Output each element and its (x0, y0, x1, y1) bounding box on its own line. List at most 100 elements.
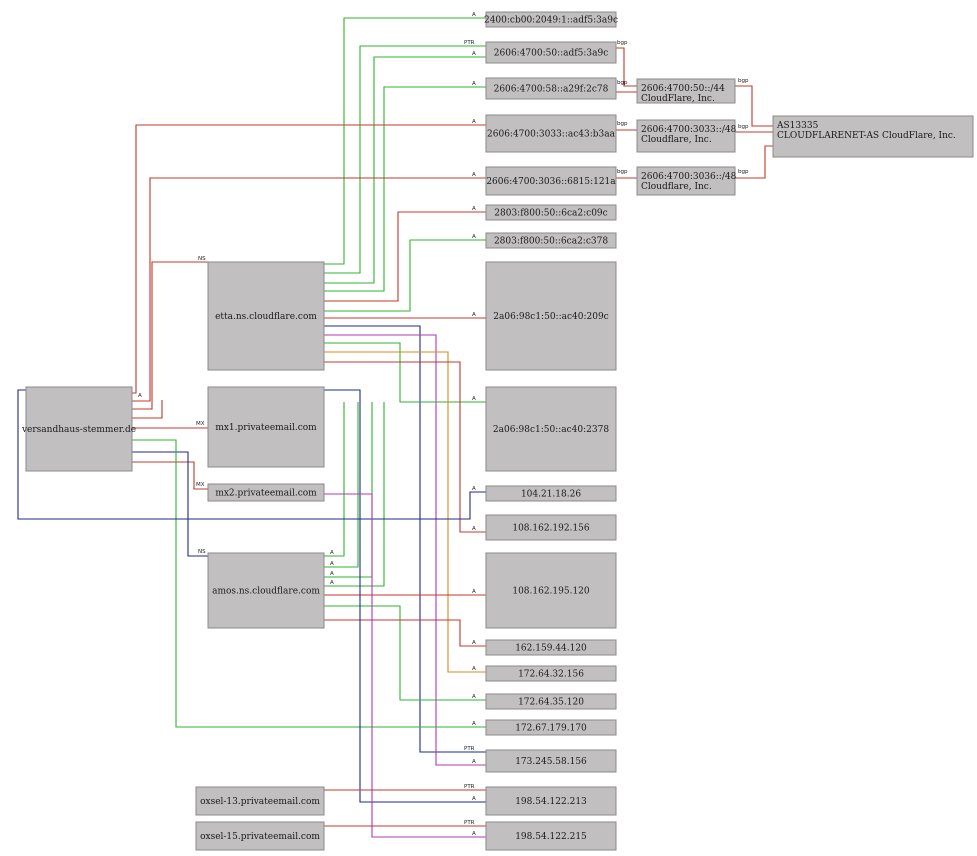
node-box (485, 514, 617, 541)
node-label: 2606:4700:58::a29f:2c78 (494, 85, 609, 95)
node-oxsel15: oxsel-15.privateemail.com (195, 821, 325, 851)
node-box (195, 786, 325, 816)
edge-label-bgp: bgp (617, 40, 628, 46)
node-box (485, 204, 617, 221)
edge-a (132, 400, 163, 419)
edge-label-a: A (472, 12, 476, 18)
edge-a (324, 334, 486, 766)
node-box (207, 386, 325, 468)
edge-label-a: A (330, 571, 334, 577)
node-box (636, 119, 736, 153)
node-label: 2400:cb00:2049:1::adf5:3a9c (484, 16, 618, 26)
node-box (485, 261, 617, 371)
edge-a (324, 605, 486, 701)
node-label: 162.159.44.120 (515, 644, 587, 654)
node-label: AS13335 (776, 121, 819, 131)
node-box (636, 78, 736, 104)
edge-label-a: A (472, 51, 476, 57)
edge-a (132, 439, 486, 728)
node-ip-172-67: 172.67.179.170 (485, 719, 617, 736)
edge-mx (132, 461, 208, 490)
edge-label-ns: NS (198, 549, 206, 555)
edge-label-a: A (472, 589, 476, 595)
edge-label-bgp: bgp (738, 124, 749, 130)
node-label: mx2.privateemail.com (215, 489, 317, 499)
node-ip-2400: 2400:cb00:2049:1::adf5:3a9c (484, 11, 618, 28)
edge-a (324, 402, 385, 587)
node-label: oxsel-15.privateemail.com (200, 832, 320, 842)
edge-label-ptr: PTR (464, 784, 475, 790)
node-box (207, 483, 325, 502)
node-ip-2803-c09c: 2803:f800:50::6ca2:c09c (485, 204, 617, 221)
edge-label-mx: MX (196, 482, 205, 488)
node-ip-2803-c378: 2803:f800:50::6ca2:c378 (485, 232, 617, 249)
node-label: 2606:4700:3033::/48 (641, 125, 737, 135)
node-label: 2803:f800:50::6ca2:c378 (494, 237, 608, 247)
node-etta: etta.ns.cloudflare.com (207, 261, 325, 371)
edge-label-a: A (472, 234, 476, 240)
edge-a (324, 402, 345, 557)
node-label: 2606:4700:50::adf5:3a9c (494, 49, 608, 59)
node-box (485, 485, 617, 502)
node-label: 172.67.179.170 (515, 724, 587, 734)
edge-label-a: A (138, 393, 142, 399)
node-label: 2a06:98c1:50::ac40:2378 (493, 425, 609, 435)
edge-label-a: A (472, 721, 476, 727)
node-ip-108-195: 108.162.195.120 (485, 552, 617, 629)
edge-ptr (324, 325, 486, 753)
edge-a (324, 361, 486, 533)
edge-label-a: A (472, 81, 476, 87)
edge-a (17, 389, 486, 520)
edge-label-a: A (472, 666, 476, 672)
node-label: 198.54.122.215 (515, 832, 587, 842)
edge-bgp (616, 47, 637, 87)
edge-bgp (735, 145, 773, 179)
node-ip-108-192: 108.162.192.156 (485, 514, 617, 541)
node-label: Cloudflare, Inc. (641, 182, 712, 192)
node-box (207, 261, 325, 371)
node-label: 108.162.192.156 (512, 524, 590, 534)
node-ip-2a06-209c: 2a06:98c1:50::ac40:209c (485, 261, 617, 371)
node-ip-198-215: 198.54.122.215 (485, 821, 617, 851)
node-label: 173.245.58.156 (515, 757, 587, 767)
node-label: etta.ns.cloudflare.com (215, 312, 317, 322)
edge-ns (132, 451, 208, 557)
edge-label-bgp: bgp (617, 169, 628, 175)
node-box (485, 166, 617, 196)
node-label: versandhaus-stemmer.de (21, 425, 136, 435)
edge-label-a: A (472, 694, 476, 700)
node-domain: versandhaus-stemmer.de (21, 386, 136, 472)
edge-label-a: A (472, 759, 476, 765)
edge-a (324, 351, 486, 673)
node-ip-173: 173.245.58.156 (485, 749, 617, 773)
node-label: 2a06:98c1:50::ac40:209c (493, 312, 608, 322)
node-ip-162: 162.159.44.120 (485, 639, 617, 656)
node-box (485, 786, 617, 816)
edge-a (324, 56, 486, 284)
node-label: amos.ns.cloudflare.com (212, 587, 320, 597)
node-ip-172-35: 172.64.35.120 (485, 693, 617, 710)
node-box (25, 386, 133, 472)
node-ip-2a06-2378: 2a06:98c1:50::ac40:2378 (485, 386, 617, 472)
node-label: CLOUDFLARENET-AS CloudFlare, Inc. (777, 131, 956, 141)
edges-layer (17, 17, 773, 838)
edge-a (324, 389, 486, 803)
node-box (485, 552, 617, 629)
node-mx1: mx1.privateemail.com (207, 386, 325, 468)
edge-a (324, 619, 486, 647)
node-label: 108.162.195.120 (512, 587, 590, 597)
edge-label-bgp: bgp (617, 80, 628, 86)
edge-label-a: A (472, 640, 476, 646)
node-ip-2606-adf5: 2606:4700:50::adf5:3a9c (485, 41, 617, 64)
node-label: 198.54.122.213 (515, 797, 587, 807)
edge-label-a: A (472, 396, 476, 402)
edge-label-ns: NS (198, 256, 206, 262)
edge-label-a: A (330, 561, 334, 567)
node-label: 2803:f800:50::6ca2:c09c (494, 209, 607, 219)
node-box (485, 386, 617, 472)
edge-label-mx: MX (196, 421, 205, 427)
